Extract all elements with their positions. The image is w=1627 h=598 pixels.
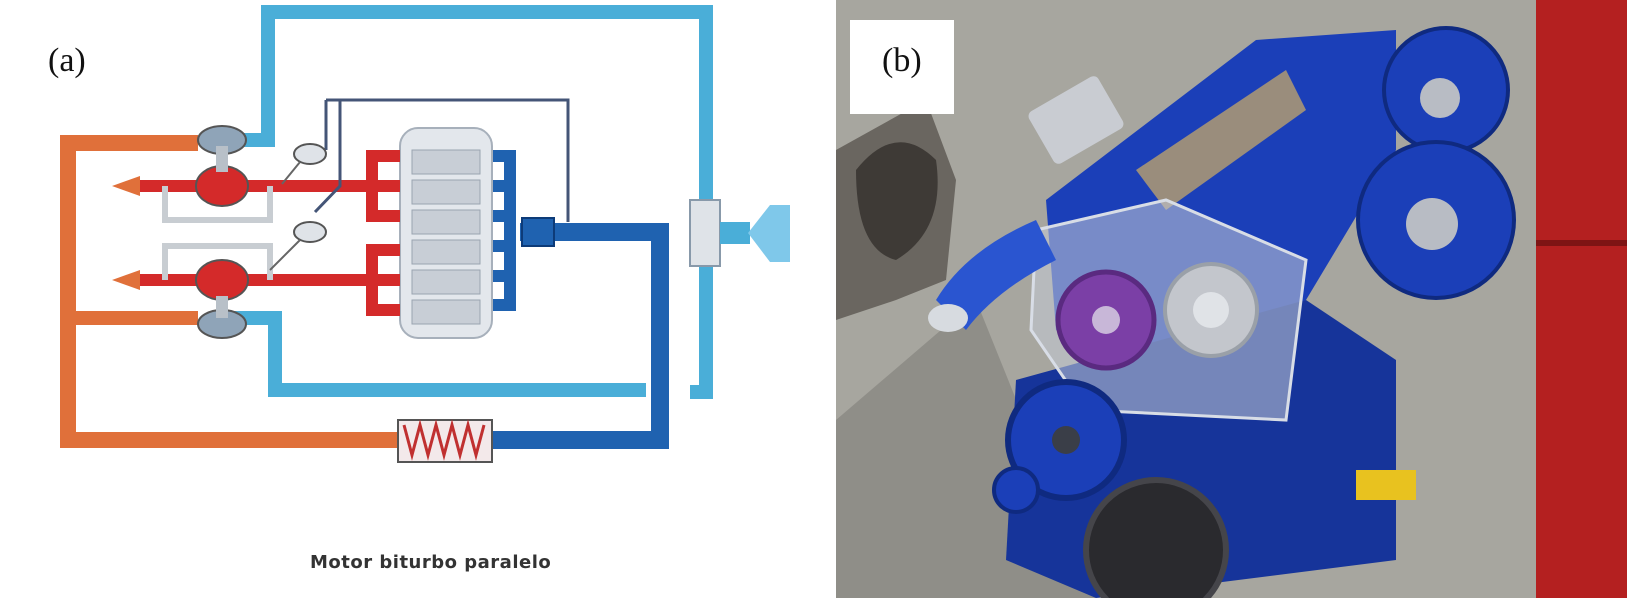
wastegate-actuator-1	[294, 144, 326, 164]
exhaust-arrow-2	[112, 270, 140, 290]
crank-pulley-hub	[1052, 426, 1080, 454]
biturbo-schematic	[0, 0, 836, 598]
air-inlet-arrow	[748, 205, 790, 262]
turbocharger-lower	[1358, 142, 1514, 298]
engine-photo-panel: (b)	[836, 0, 1627, 598]
cam-gear-hub	[1092, 306, 1120, 334]
intake-pipe-opening	[928, 304, 968, 332]
panel-label-a: (a)	[48, 42, 86, 80]
engine-stand-yellow	[1356, 470, 1416, 500]
engine-photo	[836, 0, 1627, 598]
cam-gear-silver-hub	[1193, 292, 1229, 328]
turbocharger-1	[196, 126, 248, 206]
diagram-panel: (a) Motor biturbo paralelo	[0, 0, 836, 598]
wastegate-rod	[270, 162, 300, 270]
air-inlet-box	[690, 200, 720, 266]
exhaust-arrow-1	[112, 176, 140, 196]
air-inlet-duct	[720, 222, 750, 244]
panel-label-b: (b)	[882, 42, 922, 80]
alternator-pulley	[994, 468, 1038, 512]
throttle-body	[522, 218, 554, 246]
turbocharger-upper	[1384, 28, 1508, 152]
diagram-caption: Motor biturbo paralelo	[310, 552, 551, 573]
intake-manifold	[492, 156, 510, 305]
harmonic-balancer	[1086, 480, 1226, 598]
wastegate-actuator-2	[294, 222, 326, 242]
red-toolbox	[1536, 0, 1627, 598]
toolbox-drawer-edge	[1536, 240, 1627, 246]
turbocharger-2	[196, 260, 248, 338]
